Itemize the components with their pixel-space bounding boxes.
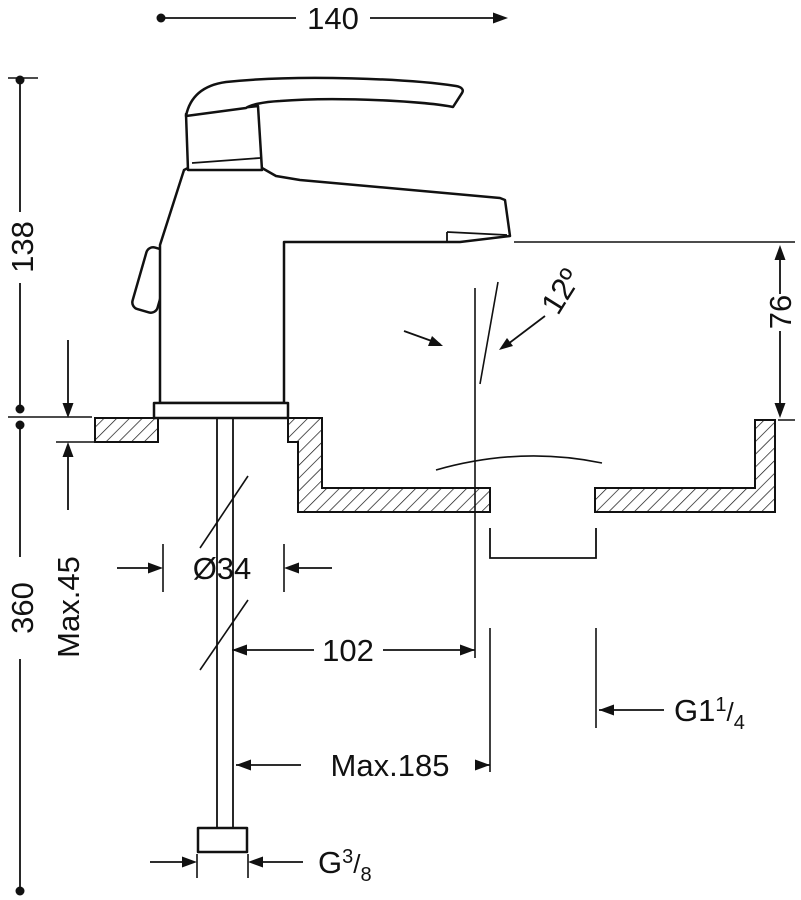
water-surface-arc xyxy=(435,455,603,471)
faucet-body xyxy=(158,166,512,405)
drain-opening-bracket xyxy=(489,528,597,559)
supply-pipes xyxy=(196,418,249,854)
pipe-break-mark-lower xyxy=(199,599,249,671)
angle-leader-right xyxy=(503,315,546,348)
base-flange xyxy=(152,401,290,420)
dim-138-label: 138 xyxy=(5,221,40,273)
dim-drain-thread: G11/4 xyxy=(599,693,745,734)
dim-counter-thickness: Max.45 xyxy=(51,340,86,658)
dim-spout-height: 76 xyxy=(763,245,798,418)
angle-arrow-left xyxy=(428,336,443,346)
dim-max185-label: Max.185 xyxy=(331,748,450,783)
dim-arrow xyxy=(493,12,508,24)
pipe-break-mark-upper xyxy=(199,475,249,549)
supply-connector xyxy=(196,826,249,854)
dim-angle-label: 12º xyxy=(534,263,588,320)
faucet xyxy=(131,76,512,420)
counter-slab-right xyxy=(594,419,776,513)
dimensions: 140 138 360 Max.45 xyxy=(5,1,798,896)
dim-360-label: 360 xyxy=(5,582,40,634)
stream-angled-line xyxy=(479,281,499,385)
dim-depth-total: 360 xyxy=(5,420,40,896)
counter-slab-step xyxy=(287,417,491,513)
dim-g38-label: G3/8 xyxy=(318,845,372,886)
counter-slab-left xyxy=(94,417,159,443)
stream-angle xyxy=(403,281,546,658)
dim-max-depth: Max.185 xyxy=(236,748,490,783)
dim-102-label: 102 xyxy=(322,633,374,668)
dim-diameter: Ø34 xyxy=(117,551,332,586)
countertop-section xyxy=(94,417,776,559)
aerator-line xyxy=(446,231,508,236)
dim-supply-thread: G3/8 xyxy=(150,845,372,886)
dim-height-left: 138 xyxy=(5,75,40,414)
lever-handle xyxy=(184,76,464,118)
block-joint-line xyxy=(191,157,261,164)
dim-76-label: 76 xyxy=(763,295,798,329)
dim-g114-label: G11/4 xyxy=(674,693,745,734)
angle-arrow-right xyxy=(499,338,513,350)
dim-max45-label: Max.45 xyxy=(51,556,86,658)
dim-reach: 102 xyxy=(232,633,475,668)
dim-140-label: 140 xyxy=(307,1,359,36)
dim-dia-label: Ø34 xyxy=(193,551,252,586)
dim-width-top: 140 xyxy=(156,1,508,36)
